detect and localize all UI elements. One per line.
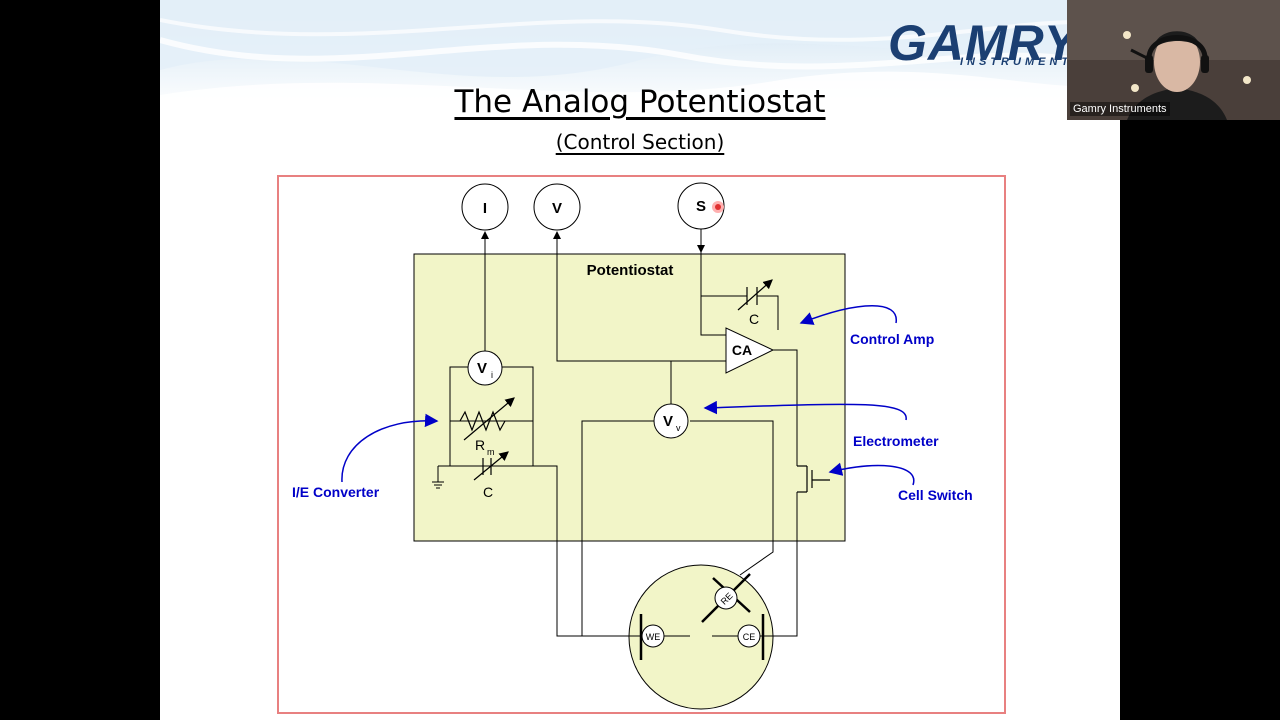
slide-wave-background (160, 0, 1120, 110)
callout-ie-converter: I/E Converter (292, 484, 380, 500)
callout-control-amp: Control Amp (850, 331, 934, 347)
logo-text: GAMRY (888, 15, 1079, 71)
feedback-cap-label: C (749, 311, 759, 327)
electrode-re: RE (714, 586, 738, 610)
electrode-we-label: WE (646, 632, 661, 642)
vi-label: V (477, 360, 487, 377)
electrode-ce: CE (737, 624, 761, 648)
rm-resistor (459, 397, 515, 441)
webcam-name-label: Gamry Instruments (1070, 102, 1170, 116)
potentiostat-label: Potentiostat (587, 262, 674, 279)
output-i-label: I (483, 200, 487, 217)
output-i-circle: I (461, 183, 509, 231)
vi-subscript: i (491, 370, 493, 380)
electrode-we: WE (641, 624, 665, 648)
output-v-circle: V (533, 183, 581, 231)
presenter-video (1067, 0, 1280, 120)
slide: GAMRY INSTRUMENTS The Analog Potentiosta… (160, 0, 1120, 720)
vi-meter (467, 350, 503, 386)
gamry-logo: GAMRY INSTRUMENTS (888, 14, 1120, 74)
slide-subtitle: (Control Section) (555, 130, 725, 154)
electrode-ce-label: CE (743, 632, 756, 642)
output-v-label: V (552, 200, 562, 217)
output-s-label: S (696, 198, 706, 215)
callout-electrometer: Electrometer (853, 433, 939, 449)
vv-label: V (663, 413, 673, 430)
vv-meter (653, 403, 689, 439)
potentiostat-diagram: Potentiostat I V S (277, 175, 1006, 714)
slide-title: The Analog Potentiostat (454, 84, 826, 120)
callout-cell-switch: Cell Switch (898, 487, 973, 503)
diagram-frame (277, 175, 1006, 714)
control-amp-label: CA (732, 342, 752, 358)
ie-cap-label: C (483, 484, 493, 500)
logo-subtext: INSTRUMENTS (960, 56, 1084, 68)
callout-arrows (341, 305, 915, 486)
feedback-capacitor (737, 279, 773, 311)
cell-switch (797, 465, 830, 493)
rm-subscript: m (487, 447, 495, 457)
rm-label: R (475, 437, 485, 453)
vv-subscript: v (676, 423, 681, 433)
control-amp-triangle (725, 327, 775, 374)
potentiostat-box (413, 253, 846, 542)
webcam-tile: Gamry Instruments (1067, 0, 1280, 120)
circuit-wires (432, 229, 798, 637)
ie-capacitor (473, 451, 509, 481)
